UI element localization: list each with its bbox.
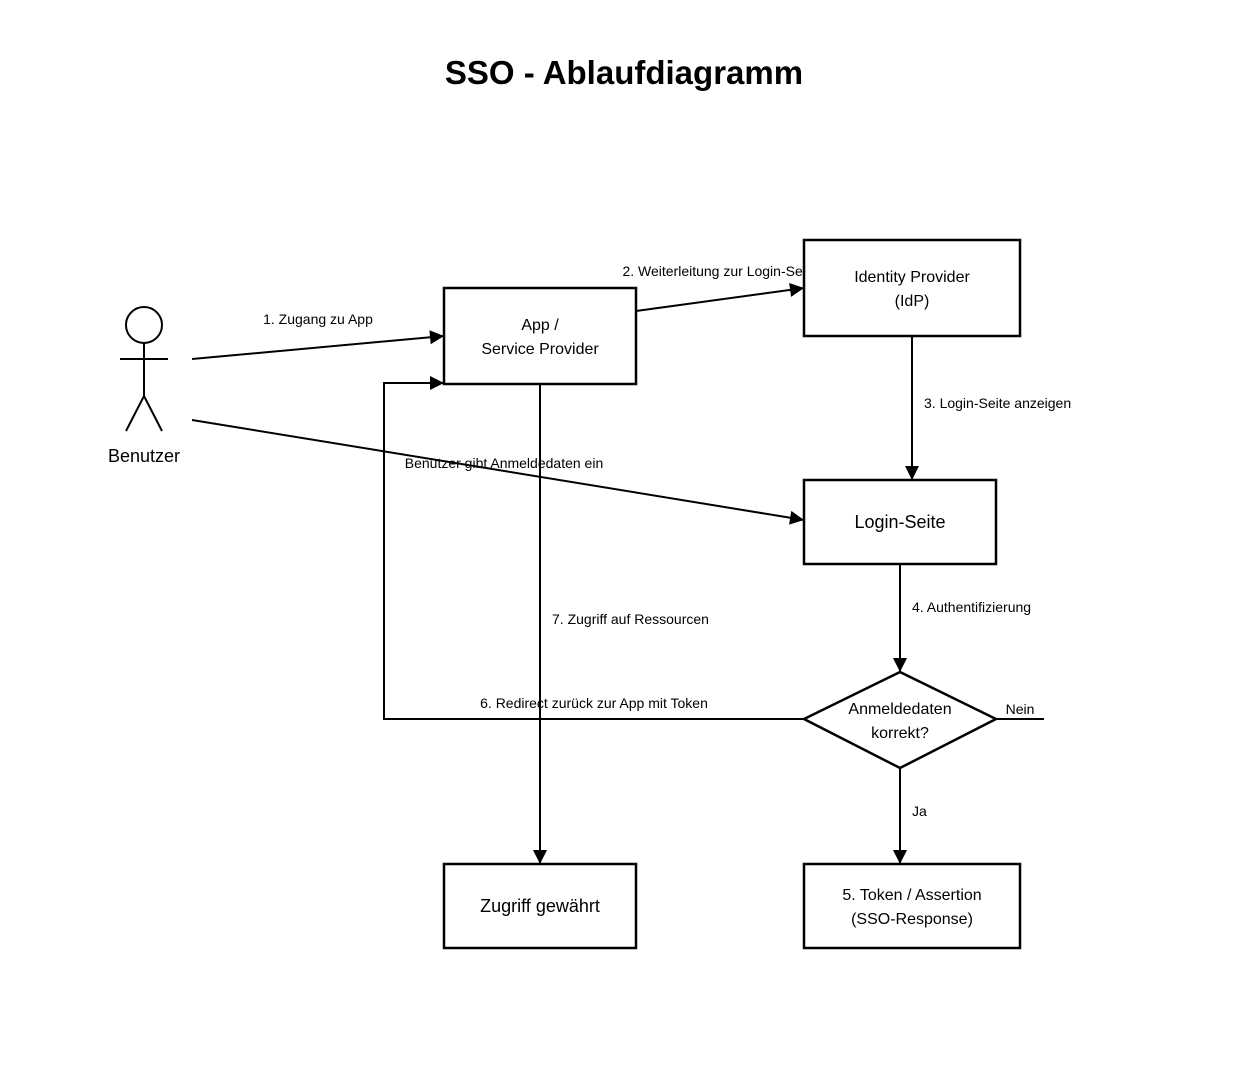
node-token-assertion: 5. Token / Assertion (SSO-Response) — [802, 862, 1022, 950]
edge-label-yes: Ja — [912, 803, 927, 819]
edge-label-redirect-back: 6. Redirect zurück zur App mit Token — [480, 695, 708, 711]
edge-label-access-app: 1. Zugang zu App — [263, 311, 373, 327]
node-decision-credentials: Anmeldedaten korrekt? — [801, 670, 999, 770]
node-app-label-line2: Service Provider — [481, 341, 599, 358]
node-decision-diamond — [801, 670, 999, 770]
node-app-label-line1: App / — [521, 317, 559, 334]
node-idp-box — [802, 238, 1022, 338]
node-access-label: Zugriff gewährt — [480, 896, 600, 916]
node-login-box — [802, 478, 998, 566]
node-access-box — [442, 862, 638, 950]
node-app-box — [442, 286, 638, 386]
node-access-granted: Zugriff gewährt — [442, 862, 638, 950]
node-idp-label-line2: (IdP) — [895, 293, 930, 310]
node-idp-label-line1: Identity Provider — [854, 269, 970, 286]
node-app-service-provider: App / Service Provider — [442, 286, 638, 386]
edge-label-redirect-login: 2. Weiterleitung zur Login-Seite — [622, 263, 817, 279]
edge-redirect-login — [635, 282, 805, 312]
diagram-title: SSO - Ablaufdiagramm — [445, 54, 803, 91]
node-token-label-line1: 5. Token / Assertion — [842, 887, 981, 904]
actor-benutzer: Benutzer — [108, 306, 180, 466]
stick-figure-icon — [120, 306, 168, 432]
edge-enter-credentials — [191, 419, 805, 525]
node-login-label: Login-Seite — [854, 512, 945, 532]
edge-access-app — [191, 330, 445, 360]
edge-label-no: Nein — [1006, 701, 1035, 717]
edge-label-show-login: 3. Login-Seite anzeigen — [924, 395, 1071, 411]
node-token-box — [802, 862, 1022, 950]
node-login-page: Login-Seite — [802, 478, 998, 566]
edge-redirect-back — [383, 376, 804, 720]
node-identity-provider: Identity Provider (IdP) — [802, 238, 1022, 338]
edge-label-access-resources: 7. Zugriff auf Ressourcen — [552, 611, 709, 627]
edge-label-enter-credentials: Benutzer gibt Anmeldedaten ein — [405, 455, 603, 471]
node-decision-label-line1: Anmeldedaten — [848, 701, 951, 718]
node-decision-label-line2: korrekt? — [871, 725, 929, 742]
edge-label-authenticate: 4. Authentifizierung — [912, 599, 1031, 615]
actor-label: Benutzer — [108, 446, 180, 466]
node-token-label-line2: (SSO-Response) — [851, 911, 973, 928]
